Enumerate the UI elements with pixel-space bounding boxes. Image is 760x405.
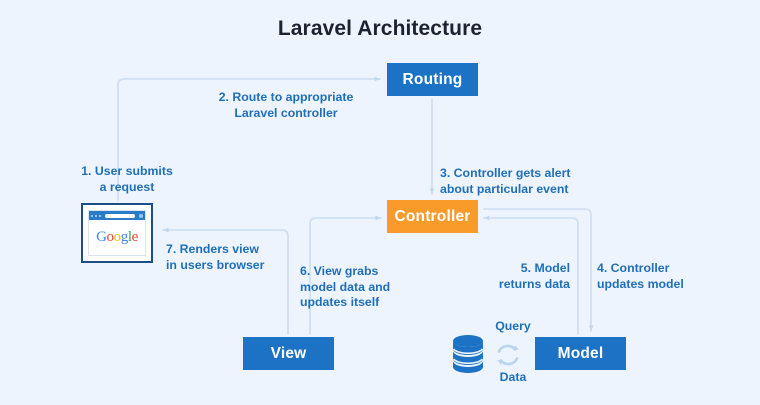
- caption-query: Query: [495, 319, 531, 333]
- caption-step-5: 5. Model returns data: [498, 261, 570, 291]
- google-logo-letter: e: [131, 229, 139, 245]
- node-routing-label: Routing: [402, 70, 463, 88]
- node-model[interactable]: Model: [535, 337, 626, 370]
- node-view[interactable]: View: [243, 337, 334, 370]
- browser-dot-icon: [99, 214, 101, 217]
- browser-viewport: Google: [89, 220, 145, 255]
- google-logo-letter: l: [127, 229, 132, 245]
- caption-step-4: 4. Controller updates model: [597, 261, 684, 291]
- wire-model-to-controller: [483, 215, 579, 335]
- node-controller[interactable]: Controller: [387, 200, 478, 233]
- page-title: Laravel Architecture: [277, 17, 483, 40]
- caption-data: Data: [499, 370, 527, 384]
- caption-step-3: 3. Controller gets alert about particula…: [440, 166, 571, 196]
- node-controller-label: Controller: [394, 207, 471, 225]
- database-icon: [452, 335, 484, 373]
- browser-inner: Google: [88, 210, 146, 256]
- caption-step-2: 2. Route to appropriate Laravel controll…: [218, 90, 354, 120]
- wire-controller-to-browser: [162, 227, 289, 335]
- browser-toolbar: [89, 211, 145, 220]
- wire-controller-to-model: [483, 208, 594, 332]
- caption-step-1: 1. User submits a request: [81, 164, 173, 194]
- browser-dot-icon: [95, 214, 97, 217]
- google-logo: Google: [96, 229, 138, 246]
- wire-request-to-routing: [117, 76, 381, 201]
- wire-view-to-controller: [309, 215, 382, 335]
- sync-arrows-icon: [497, 344, 519, 366]
- browser-dot-icon: [91, 214, 93, 217]
- browser-menu-dot-icon: [139, 213, 143, 218]
- google-logo-letter: o: [106, 229, 115, 245]
- node-routing[interactable]: Routing: [387, 63, 478, 96]
- caption-step-6: 6. View grabs model data and updates its…: [300, 264, 391, 309]
- node-model-label: Model: [557, 344, 604, 362]
- browser-window-icon: Google: [81, 203, 153, 263]
- browser-address-bar: [105, 213, 135, 218]
- google-logo-letter: g: [120, 229, 129, 245]
- node-view-label: View: [270, 344, 307, 362]
- google-logo-letter: G: [96, 229, 107, 245]
- caption-step-7: 7. Renders view in users browser: [166, 242, 265, 272]
- google-logo-letter: o: [113, 229, 122, 245]
